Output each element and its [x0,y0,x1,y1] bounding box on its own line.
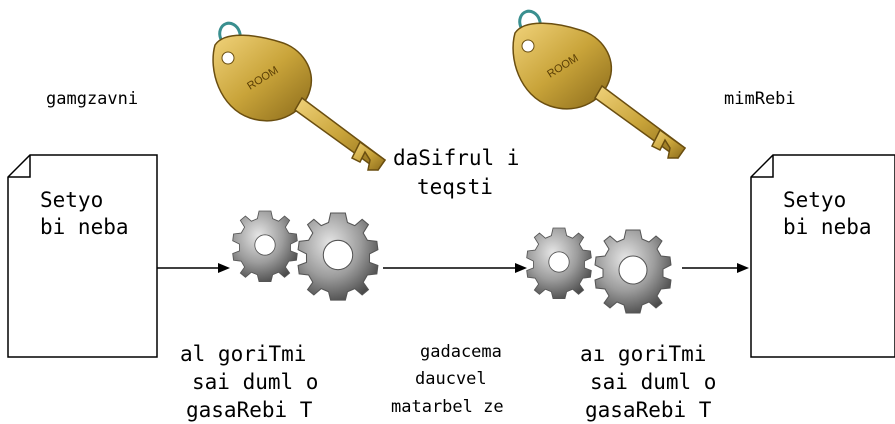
receiver-label: mimRebi [724,89,796,109]
arrow-left-doc-to-gears [157,263,230,273]
transfer-label-line2: daucvel [415,369,487,389]
left-algorithm-label-line2: sai duml o [192,370,319,394]
ciphertext-label-line2: teqsti [417,175,493,199]
arrow-gears-to-right-doc [682,263,749,273]
transfer-label-line1: gadacema [420,342,502,362]
left-document-icon [7,154,158,358]
transfer-label-line3: matarbel ze [391,397,504,417]
left-document-text-line1: Setyo [40,188,104,212]
right-gear-icon [526,227,672,314]
ciphertext-label-line1: daSifrul i [393,146,520,170]
left-key-icon: ROOM [212,21,387,172]
right-document-text-line1: Setyo [783,188,847,212]
right-algorithm-label-line1: aı goriTmi [580,342,707,366]
right-key-icon: ROOM [512,9,687,160]
right-document-text-line2: bi neba [783,215,872,239]
left-document-text-line2: bi neba [40,215,129,239]
left-algorithm-label-line1: al goriTmi [180,342,307,366]
right-document-icon [750,154,895,358]
left-algorithm-label-line3: gasaRebi T [186,398,313,422]
right-algorithm-label-line2: sai duml o [590,370,717,394]
left-gear-icon [232,210,379,301]
sender-label: gamgzavni [46,89,139,109]
arrow-gears-to-gears [383,263,527,273]
right-algorithm-label-line3: gasaRebi T [585,398,712,422]
